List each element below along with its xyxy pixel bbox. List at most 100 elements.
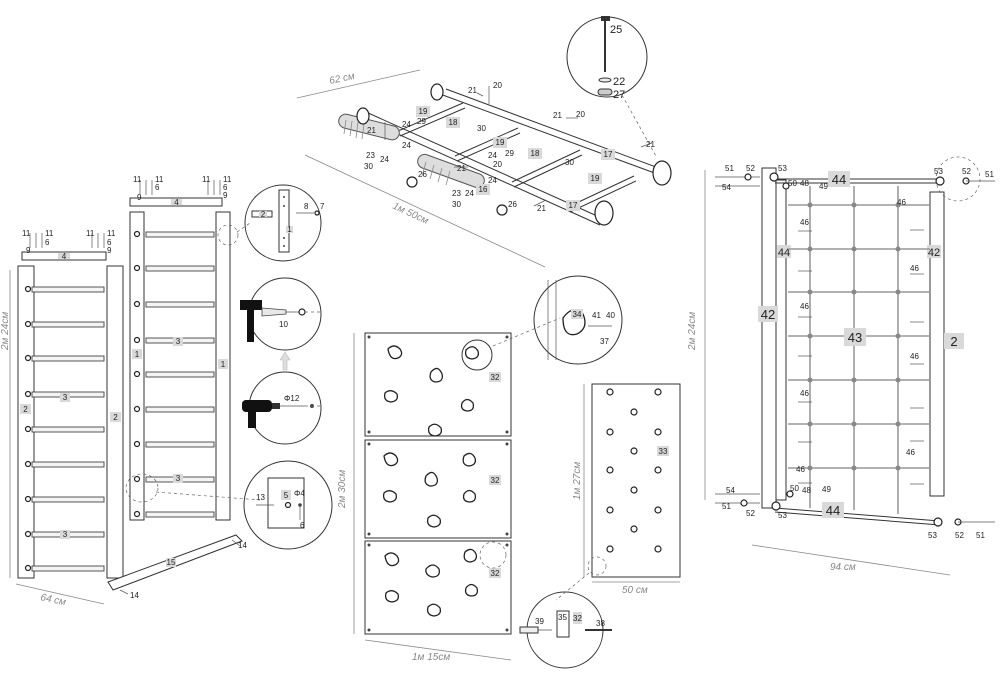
pullup-bar-assembly: 62 см 1м 50см xyxy=(296,16,672,268)
label-20c: 20 xyxy=(576,110,585,119)
rope-net-frame: 42 42 44 2 xyxy=(687,156,995,576)
label-2a: 2 xyxy=(23,405,28,414)
label-42a: 42 xyxy=(761,307,775,322)
label-18a: 18 xyxy=(449,118,458,127)
label-14a: 14 xyxy=(130,591,139,600)
label-21e: 21 xyxy=(646,140,655,149)
label-11c: 11 xyxy=(86,229,95,238)
dim-bar-length: 1м 50см xyxy=(391,201,430,227)
label-32c: 32 xyxy=(491,569,500,578)
label-6e: 6 xyxy=(300,521,305,530)
label-52d: 52 xyxy=(955,531,964,540)
label-8a: 8 xyxy=(304,202,309,211)
label-49a: 49 xyxy=(819,182,828,191)
label-6c: 6 xyxy=(155,183,160,192)
label-6b: 6 xyxy=(107,238,112,247)
label-46h: 46 xyxy=(906,448,915,457)
label-54a: 54 xyxy=(722,183,731,192)
label-11b: 11 xyxy=(45,229,54,238)
label-32a: 32 xyxy=(491,373,500,382)
label-44b: 44 xyxy=(826,503,840,518)
label-1c: 1 xyxy=(287,225,292,234)
label-21d: 21 xyxy=(553,111,562,120)
label-30a: 30 xyxy=(477,124,486,133)
label-29b: 29 xyxy=(505,149,514,158)
label-2c: 2 xyxy=(261,210,266,219)
dim-net-height: 2м 24см xyxy=(687,312,698,351)
detail-hold-bolt: 34 41 40 37 xyxy=(492,275,623,365)
label-3b: 3 xyxy=(63,530,68,539)
label-52a: 52 xyxy=(746,164,755,173)
drill-icon xyxy=(242,400,280,428)
label-3a: 3 xyxy=(63,393,68,402)
label-46b: 46 xyxy=(800,302,809,311)
label-51a: 51 xyxy=(725,164,734,173)
label-20a: 20 xyxy=(493,81,502,90)
label-17b: 17 xyxy=(569,201,578,210)
label-30c: 30 xyxy=(452,200,461,209)
label-24e: 24 xyxy=(488,176,497,185)
label-24c: 24 xyxy=(380,155,389,164)
detail-floor-attach: 5 13 Φ4 6 xyxy=(243,460,333,550)
label-11f: 11 xyxy=(155,175,164,184)
dim-wall-height: 2м 30см xyxy=(337,470,348,509)
detail-bottom-bolt: 32 39 35 38 xyxy=(519,591,612,669)
label-20b: 20 xyxy=(493,160,502,169)
label-44a: 44 xyxy=(832,172,846,187)
right-wall-bars: 4 11 11 6 9 11 11 6 9 1 1 xyxy=(107,175,261,600)
hammer-icon xyxy=(240,300,262,342)
label-11e: 11 xyxy=(133,175,142,184)
label-30b: 30 xyxy=(364,162,373,171)
label-32d: 32 xyxy=(573,614,582,623)
label-24b: 24 xyxy=(402,141,411,150)
left-wall-bars: 4 11 11 6 9 11 11 6 9 2 2 xyxy=(0,229,124,608)
label-21b: 21 xyxy=(367,126,376,135)
label-3d: 3 xyxy=(176,474,181,483)
label-50b: 50 xyxy=(790,484,799,493)
label-24a: 24 xyxy=(402,120,411,129)
label-fi4: Φ4 xyxy=(294,489,305,498)
label-24d: 24 xyxy=(488,151,497,160)
label-5: 5 xyxy=(284,491,289,500)
label-27: 27 xyxy=(613,89,625,101)
dim-left-width: 64 см xyxy=(39,592,67,608)
label-52b: 52 xyxy=(962,167,971,176)
detail-wall-attach: 2 1 8 7 xyxy=(244,184,325,262)
label-23b: 23 xyxy=(452,189,461,198)
label-46d: 46 xyxy=(796,465,805,474)
label-15: 15 xyxy=(167,558,176,567)
label-51d: 51 xyxy=(976,531,985,540)
label-9c: 9 xyxy=(137,193,142,202)
dim-bar-depth: 62 см xyxy=(328,71,356,87)
label-50a: 50 xyxy=(788,179,797,188)
label-3c: 3 xyxy=(176,337,181,346)
label-40: 40 xyxy=(606,311,615,320)
label-2d: 2 xyxy=(950,334,957,349)
label-26b: 26 xyxy=(508,200,517,209)
label-21a: 21 xyxy=(468,86,477,95)
label-46e: 46 xyxy=(897,198,906,207)
label-6a: 6 xyxy=(45,238,50,247)
label-44c: 44 xyxy=(778,247,790,259)
dim-left-height: 2м 24см xyxy=(0,312,11,351)
label-2b: 2 xyxy=(113,413,118,422)
label-39: 39 xyxy=(535,617,544,626)
label-26a: 26 xyxy=(418,170,427,179)
label-4a: 4 xyxy=(62,252,67,261)
label-49b: 49 xyxy=(822,485,831,494)
label-43: 43 xyxy=(848,330,862,345)
label-6d: 6 xyxy=(223,183,228,192)
label-22: 22 xyxy=(613,76,625,88)
label-23a: 23 xyxy=(366,151,375,160)
label-4b: 4 xyxy=(174,198,179,207)
label-32b: 32 xyxy=(491,476,500,485)
label-51c: 51 xyxy=(722,502,731,511)
label-41: 41 xyxy=(592,311,601,320)
label-9a: 9 xyxy=(26,246,31,255)
label-11g: 11 xyxy=(202,175,211,184)
label-9d: 9 xyxy=(223,191,228,200)
label-17a: 17 xyxy=(604,150,613,159)
label-48a: 48 xyxy=(800,179,809,188)
label-52c: 52 xyxy=(746,509,755,518)
label-11d: 11 xyxy=(107,229,116,238)
